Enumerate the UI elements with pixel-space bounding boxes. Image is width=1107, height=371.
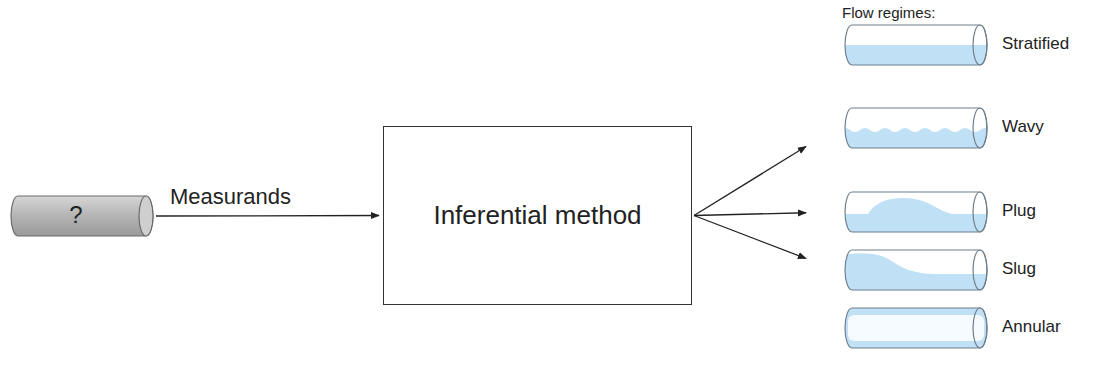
group-heading: Flow regimes: xyxy=(842,4,935,21)
flow-regime-pipe: Slug xyxy=(840,248,990,292)
flow-regime-pipe: Stratified xyxy=(840,23,990,67)
process-box: Inferential method xyxy=(383,126,692,305)
regime-label: Plug xyxy=(1002,201,1036,221)
regime-label: Wavy xyxy=(1002,117,1044,137)
connector-arrow xyxy=(694,146,806,215)
edge-label: Measurands xyxy=(170,184,291,210)
regime-label: Stratified xyxy=(1002,34,1069,54)
connector-arrow xyxy=(156,215,379,217)
regime-label: Annular xyxy=(1002,317,1061,337)
pipe-drawing xyxy=(840,23,990,67)
pipe-drawing xyxy=(840,306,990,350)
connector-arrow xyxy=(694,216,806,259)
flow-regime-pipe: Wavy xyxy=(840,106,990,150)
pipe-drawing xyxy=(840,248,990,292)
flow-regime-pipe: Plug xyxy=(840,190,990,234)
connector-arrow xyxy=(694,213,806,216)
unknown-mark: ? xyxy=(6,201,146,229)
unknown-pipe: ? xyxy=(6,194,156,238)
pipe-drawing xyxy=(840,190,990,234)
box-title: Inferential method xyxy=(433,200,641,231)
pipe-drawing xyxy=(840,106,990,150)
flow-regime-pipe: Annular xyxy=(840,306,990,350)
regime-label: Slug xyxy=(1002,259,1036,279)
